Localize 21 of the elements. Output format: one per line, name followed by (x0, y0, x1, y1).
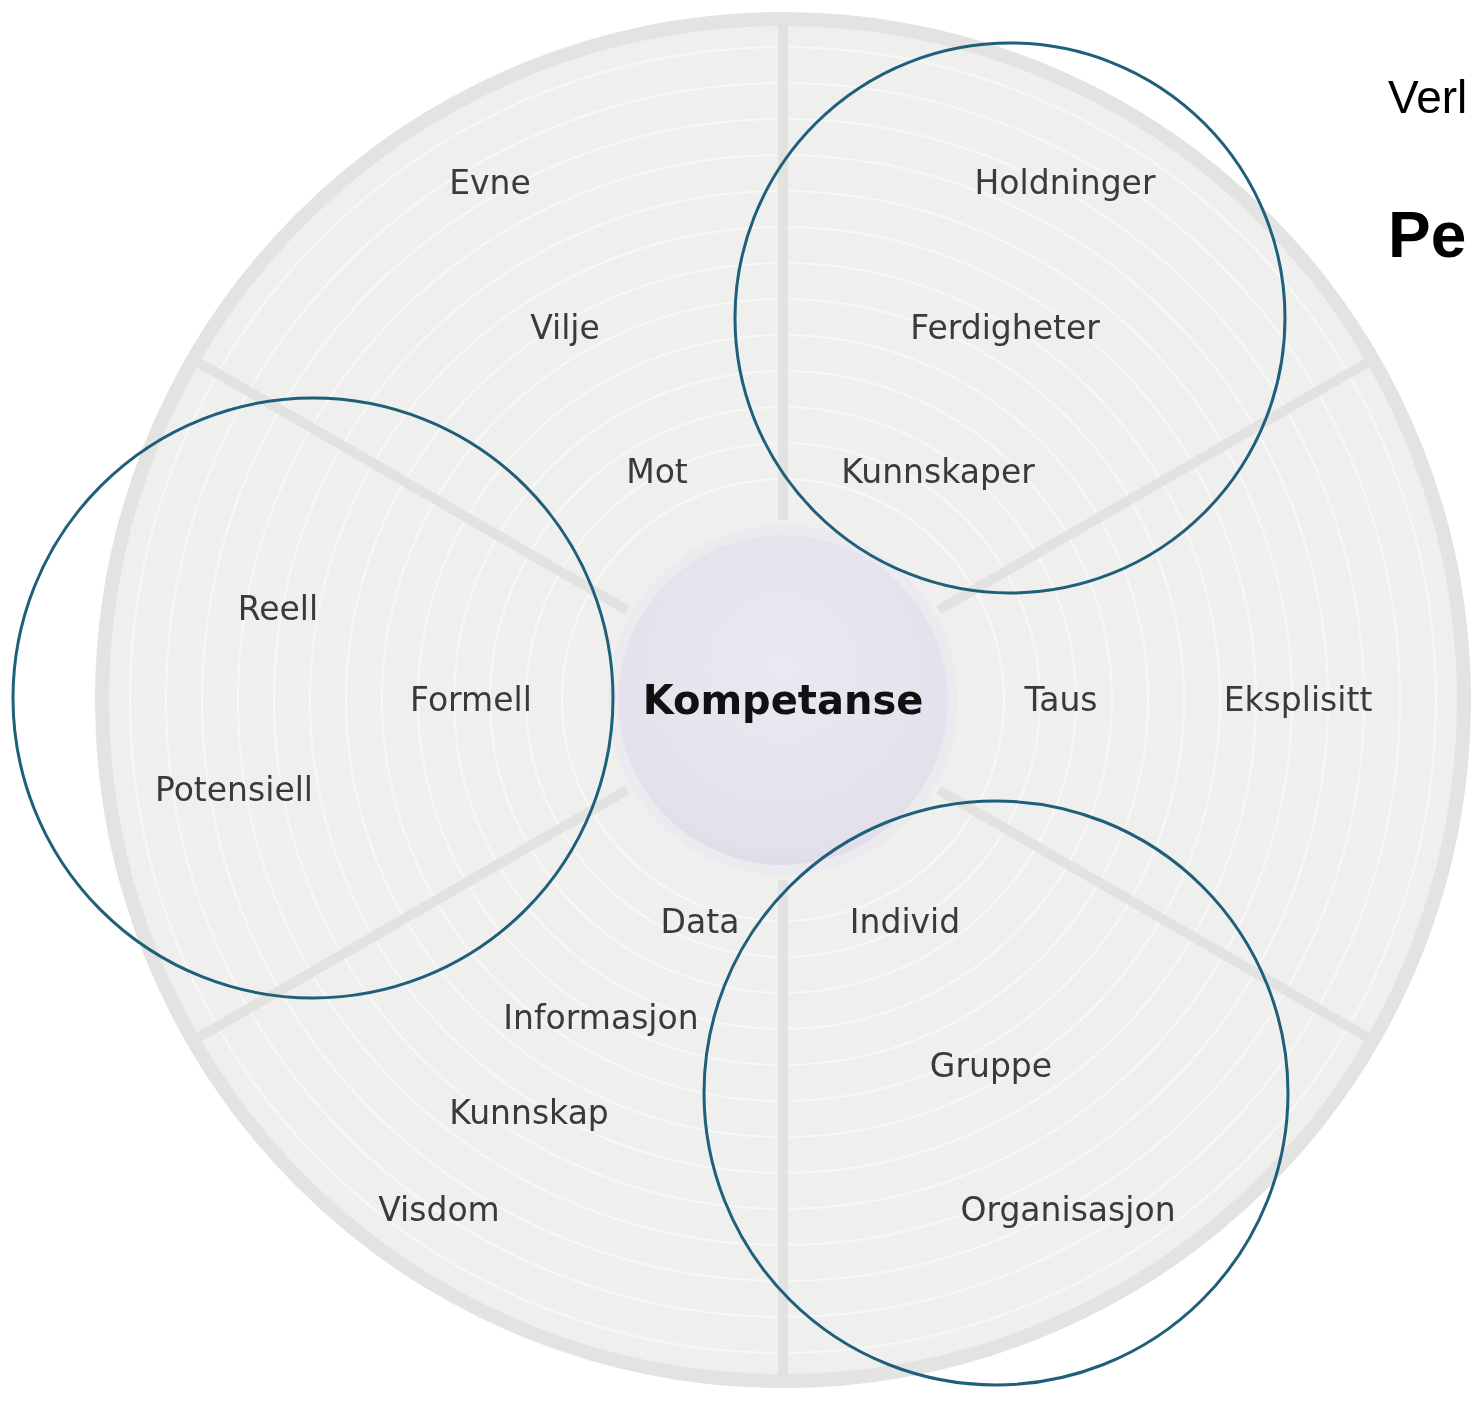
sector-term: Informasjon (503, 999, 699, 1037)
sector-term: Taus (1024, 681, 1098, 719)
sector-term: Data (660, 903, 740, 941)
sector-term: Organisasjon (960, 1191, 1176, 1229)
text-fragment: Verl (1388, 72, 1468, 123)
sector-term: Mot (626, 453, 688, 491)
sector-term: Evne (449, 164, 531, 202)
sector-term: Potensiell (154, 771, 314, 809)
sector-term: Kunnskap (449, 1094, 609, 1132)
center-label: Kompetanse (642, 678, 924, 722)
heading-fragment: Pe (1388, 200, 1467, 271)
sector-term: Formell (410, 681, 532, 719)
sector-term: Vilje (530, 309, 600, 347)
sector-term: Eksplisitt (1223, 681, 1373, 719)
sector-term: Visdom (378, 1191, 500, 1229)
sector-term: Gruppe (929, 1047, 1053, 1085)
sector-term: Ferdigheter (910, 309, 1100, 347)
sector-term: Kunnskaper (841, 453, 1035, 491)
sector-term: Reell (237, 590, 319, 628)
sector-term: Individ (849, 903, 961, 941)
sector-term: Holdninger (974, 164, 1156, 202)
